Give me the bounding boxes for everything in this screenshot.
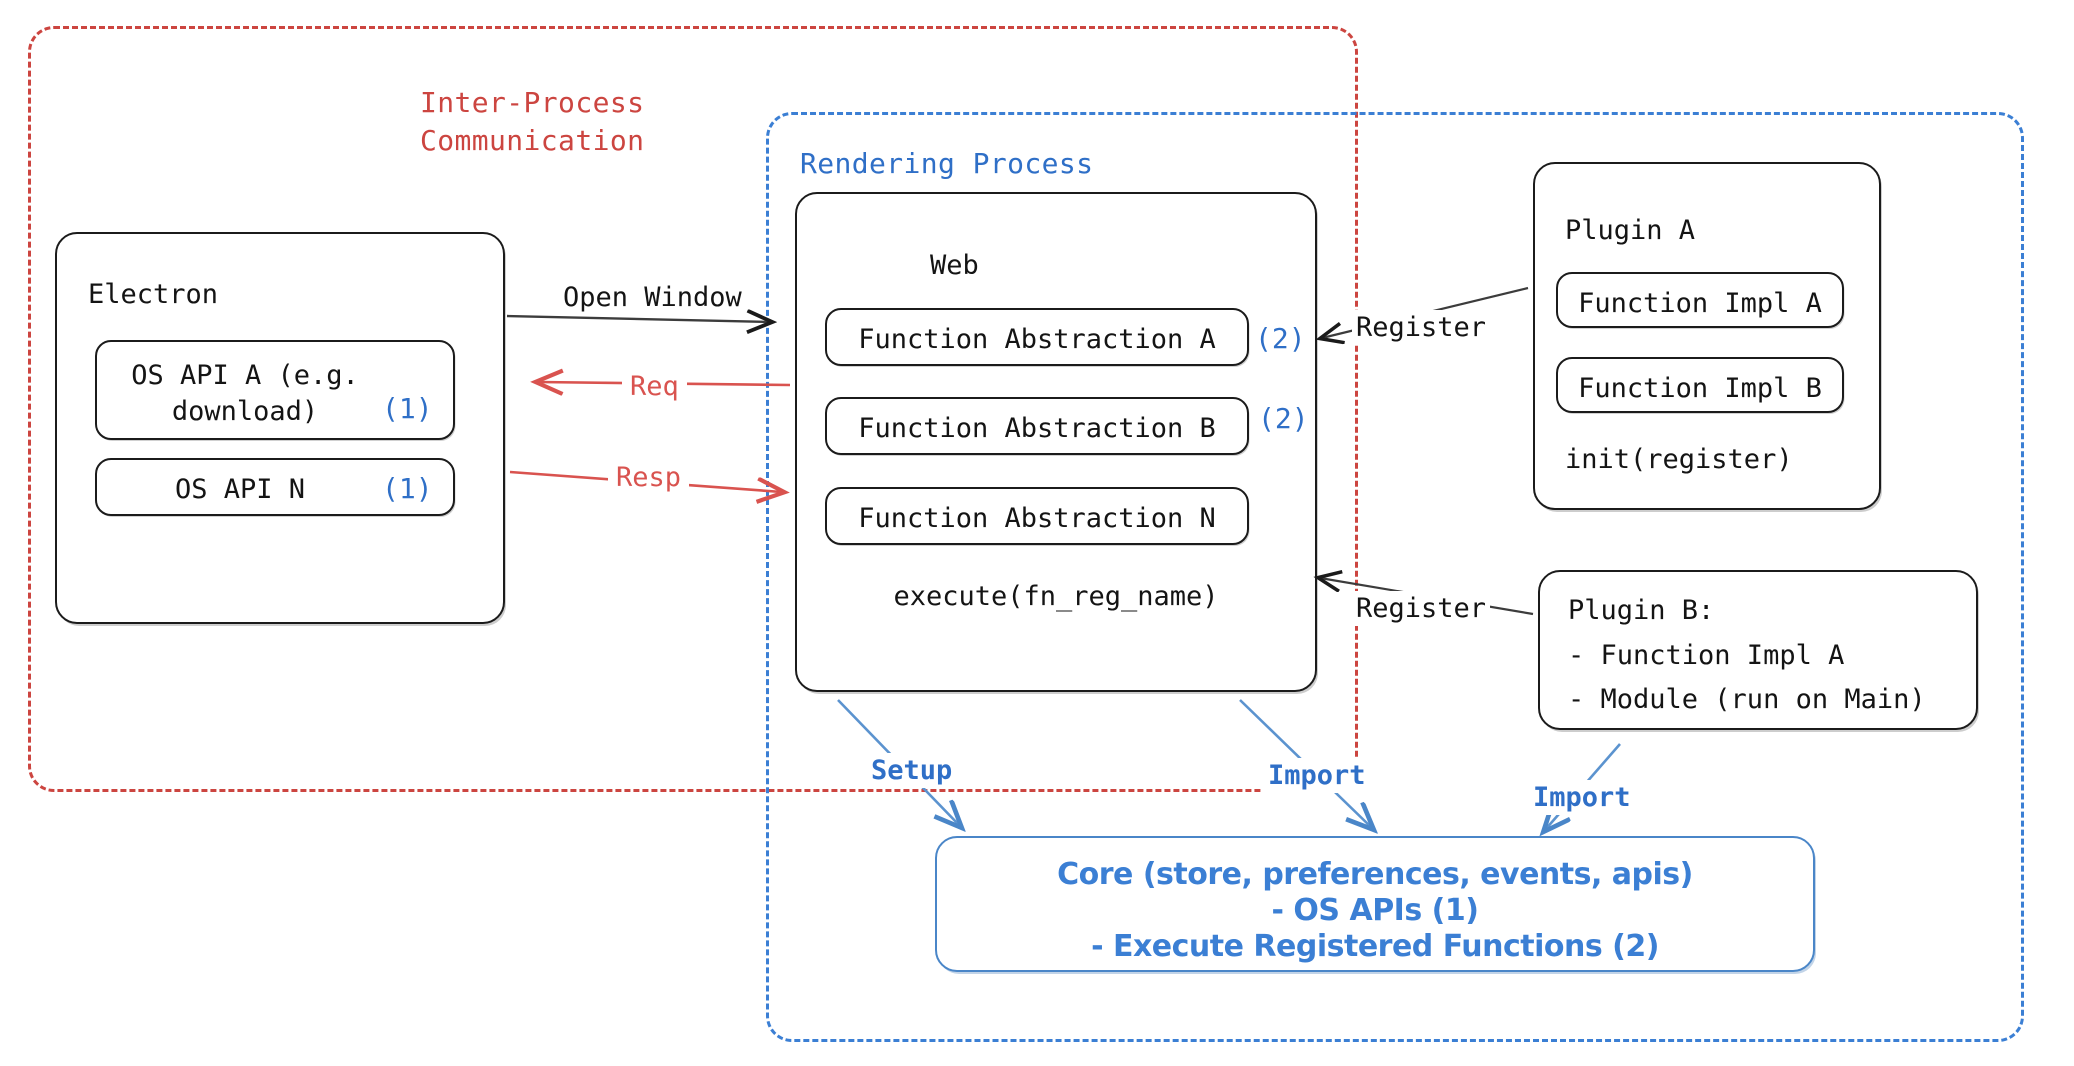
function-abstraction-b-marker: (2) (1258, 402, 1309, 435)
os-api-n-box[interactable] (95, 458, 455, 516)
edge-label-register-plugin-b: Register (1352, 591, 1491, 627)
group-label-ipc: Inter-Process Communication (420, 86, 645, 157)
web-execute-label: execute(fn_reg_name) (893, 581, 1219, 612)
function-impl-b-box[interactable] (1556, 357, 1844, 413)
core-box (935, 836, 1815, 972)
os-api-a-label: OS API A (e.g. download) (131, 360, 359, 427)
web-title: Web (930, 250, 979, 281)
function-impl-a-label: Function Impl A (1578, 288, 1822, 319)
edge-label-import-web: Import (1262, 758, 1372, 794)
core-line-1: - OS APIs (1) (1271, 893, 1479, 928)
edge-label-import-plugin-b: Import (1527, 780, 1637, 816)
electron-title: Electron (88, 279, 219, 310)
group-inter-process-communication (28, 26, 1358, 792)
edge-label-register-plugin-a: Register (1352, 310, 1491, 346)
plugin-b-line-0: Plugin B: (1568, 595, 1715, 626)
os-api-n-label: OS API N (174, 474, 306, 505)
plugin-b-line-2: - Module (run on Main) (1568, 684, 1926, 715)
core-line-2: - Execute Registered Functions (2) (1091, 929, 1659, 964)
os-api-n-marker: (1) (382, 472, 433, 505)
plugin-b-line-1: - Function Impl A (1568, 640, 1845, 671)
plugin-a-title: Plugin A (1565, 215, 1696, 246)
os-api-a-box[interactable] (95, 340, 455, 440)
function-abstraction-a-label: Function Abstraction A (858, 324, 1216, 355)
function-abstraction-a-marker: (2) (1255, 322, 1306, 355)
function-abstraction-n-box[interactable] (825, 487, 1249, 545)
edge-label-setup: Setup (865, 753, 959, 789)
group-rendering-process (766, 112, 2024, 1042)
os-api-a-marker: (1) (382, 392, 433, 425)
function-abstraction-n-label: Function Abstraction N (858, 503, 1216, 534)
edge-label-open-window: Open Window (563, 282, 742, 313)
group-label-rendering-process: Rendering Process (800, 147, 1094, 180)
edge-label-resp: Resp (608, 460, 690, 496)
plugin-a-init-label: init(register) (1565, 444, 1793, 475)
plugin-a-box (1533, 162, 1881, 510)
function-abstraction-b-label: Function Abstraction B (858, 413, 1216, 444)
function-impl-b-label: Function Impl B (1578, 373, 1822, 404)
core-line-0: Core (store, preferences, events, apis) (1057, 857, 1693, 892)
plugin-b-box (1538, 570, 1978, 730)
function-abstraction-b-box[interactable] (825, 397, 1249, 455)
function-abstraction-a-box[interactable] (825, 308, 1249, 366)
function-impl-a-box[interactable] (1556, 272, 1844, 328)
edge-label-req: Req (622, 369, 687, 405)
